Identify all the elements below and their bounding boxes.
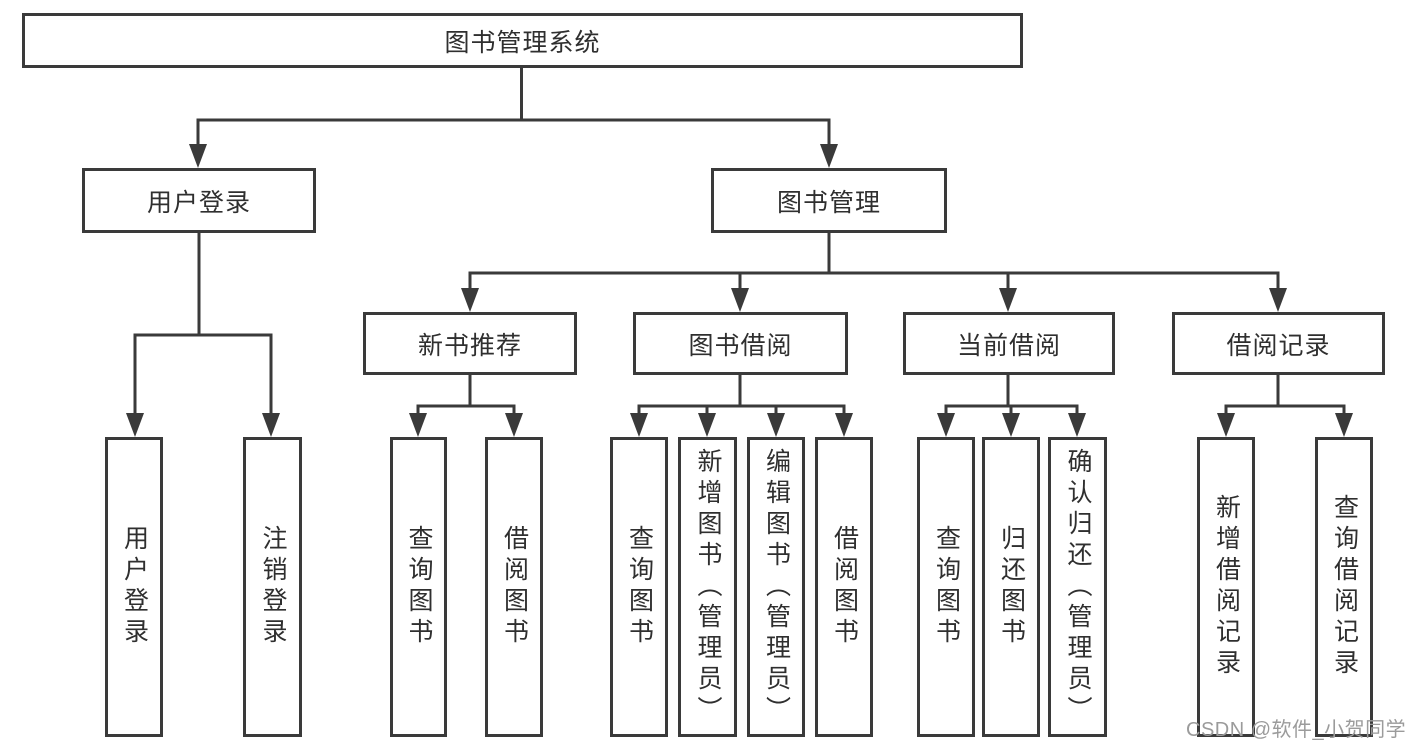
leaf-borrow-books: 借阅图书 <box>815 437 873 737</box>
node-book-borrowing: 图书借阅 <box>633 312 848 375</box>
leaf-add-borrow-record: 新增借阅记录 <box>1197 437 1255 737</box>
node-book-management: 图书管理 <box>711 168 947 233</box>
node-new-book-recommend: 新书推荐 <box>363 312 577 375</box>
node-root-library-system: 图书管理系统 <box>22 13 1023 68</box>
connector-borrow-to-leaves <box>630 375 853 437</box>
connector-root-to-level2 <box>189 67 838 168</box>
node-current-borrowing: 当前借阅 <box>903 312 1115 375</box>
leaf-query-borrow-record: 查询借阅记录 <box>1315 437 1373 737</box>
leaf-user-login: 用户登录 <box>105 437 163 737</box>
leaf-confirm-return-admin: 确认归还（管理员） <box>1048 437 1107 737</box>
leaf-logout: 注销登录 <box>243 437 302 737</box>
connector-current-to-leaves <box>937 375 1086 437</box>
leaf-borrow-books-recommend: 借阅图书 <box>485 437 543 737</box>
connector-bookmgmt-to-level3 <box>461 233 1287 312</box>
leaf-return-books: 归还图书 <box>982 437 1040 737</box>
connector-newbook-to-leaves <box>409 375 523 437</box>
node-user-login: 用户登录 <box>82 168 316 233</box>
leaf-query-books-borrow: 查询图书 <box>610 437 668 737</box>
csdn-watermark: CSDN @软件_小贺同学 <box>1186 719 1405 741</box>
connector-records-to-leaves <box>1217 375 1353 437</box>
leaf-add-books-admin: 新增图书（管理员） <box>678 437 737 737</box>
leaf-edit-books-admin: 编辑图书（管理员） <box>747 437 805 737</box>
node-borrowing-records: 借阅记录 <box>1172 312 1385 375</box>
connector-userlogin-to-leaves <box>126 233 280 437</box>
leaf-query-books-current: 查询图书 <box>917 437 975 737</box>
leaf-query-books-recommend: 查询图书 <box>390 437 447 737</box>
